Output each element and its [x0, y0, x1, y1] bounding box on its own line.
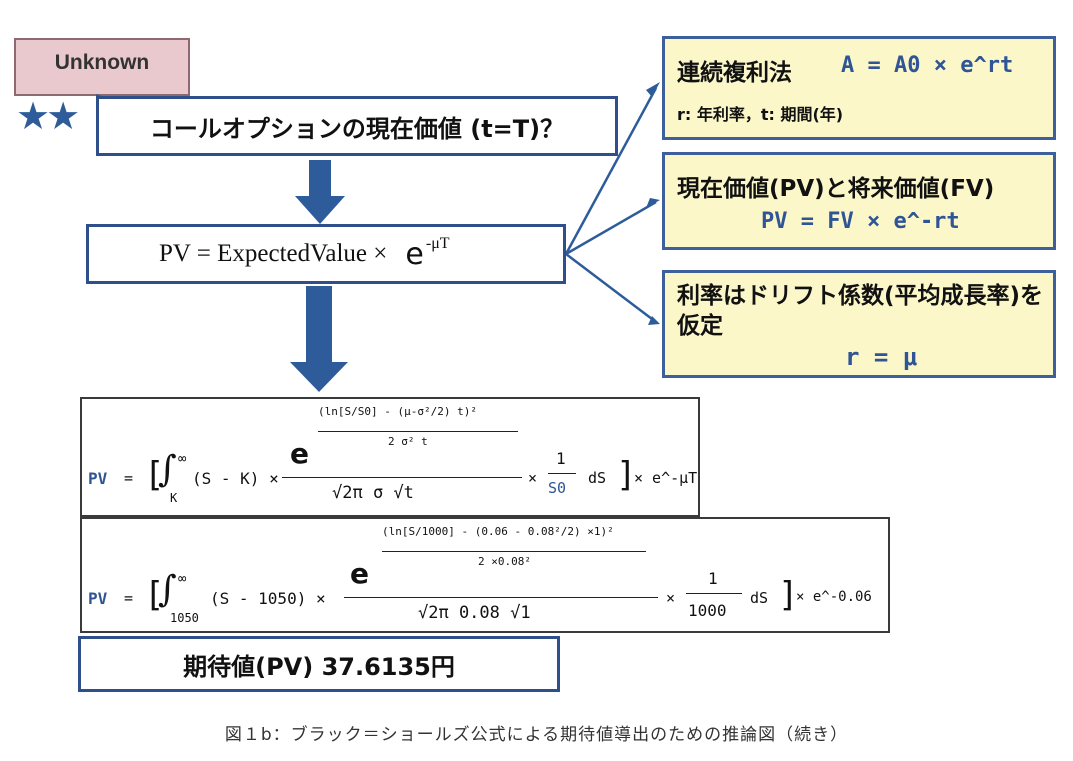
formula2-e: e: [350, 557, 369, 590]
formula2-eq: =: [124, 589, 134, 607]
formula1-upper: ∞: [178, 451, 187, 467]
formula2-frac-bar: [686, 593, 742, 594]
formula1-lower: K: [170, 491, 178, 505]
formula1-frac-bar: [548, 473, 576, 474]
formula1-exp-bar: [318, 431, 518, 432]
formula2-main-bar: [344, 597, 658, 598]
formula1-one: 1: [556, 449, 566, 468]
formula2-bracket-open: [: [144, 575, 165, 615]
formula1-den: √2π σ √t: [332, 483, 414, 503]
formula2-one: 1: [708, 569, 718, 588]
result-box: 期待値(PV) 37.6135円: [78, 636, 560, 692]
formula1-bracket-open: [: [144, 455, 165, 495]
formula2-bracket-close: ]: [778, 575, 799, 615]
formula2-upper: ∞: [178, 571, 187, 587]
formula2-integrand: (S - 1050) ×: [210, 589, 326, 608]
box3-title: 利率はドリフト係数(平均成長率)を仮定: [677, 283, 1044, 339]
star-icon: ★: [46, 94, 80, 138]
formula1-times: ×: [528, 469, 538, 487]
pv-equation-exponent: -μT: [425, 235, 450, 252]
formula2-den: √2π 0.08 √1: [418, 603, 531, 623]
formula1-exp-num: (ln[S/S0] - (μ-σ²/2) t)²: [318, 405, 477, 418]
figure-caption: 図１b：ブラック＝ショールズ公式による期待値導出のための推論図（続き）: [224, 725, 849, 745]
formula2-pv: PV: [88, 589, 108, 608]
integral-sign: ∫: [158, 449, 177, 490]
question-text: コールオプションの現在価値 (t=T)？: [149, 114, 565, 143]
euler-e: e: [405, 236, 424, 272]
box3-formula: r = μ: [845, 343, 918, 371]
drift-assumption-box: 利率はドリフト係数(平均成長率)を仮定 r = μ: [662, 270, 1056, 378]
formula2-exp-bar: [382, 551, 646, 552]
formula2-ds: dS: [750, 589, 769, 607]
formula2-exp-den: 2 ×0.08²: [478, 555, 531, 568]
pv-fv-box: 現在価値(PV)と将来価値(FV) PV = FV × e^-rt: [662, 152, 1056, 250]
formula2-lower: 1050: [170, 611, 199, 625]
box1-title: 連続複利法: [677, 60, 792, 86]
question-box: コールオプションの現在価値 (t=T)？: [96, 96, 618, 156]
formula2-times: ×: [666, 589, 676, 607]
formula1-integrand: (S - K) ×: [192, 469, 279, 488]
star-icon: ★: [16, 94, 50, 138]
star-rating: ★★: [16, 94, 80, 138]
formula-numeric: PV = [ ∫ ∞ 1050 (S - 1050) × e (ln[S/100…: [80, 517, 890, 633]
down-arrow-2: [290, 286, 348, 392]
box1-formula: A = A0 × e^rt: [841, 53, 1014, 78]
formula1-bracket-close: ]: [616, 455, 637, 495]
down-arrow-1: [295, 160, 345, 224]
formula1-main-bar: [282, 477, 522, 478]
formula1-eq: =: [124, 469, 134, 487]
pv-equation-lhs: PV = ExpectedValue ×: [159, 240, 388, 267]
integral-sign: ∫: [158, 569, 177, 610]
unknown-badge: Unknown: [14, 38, 190, 96]
formula2-exp-num: (ln[S/1000] - (0.06 - 0.08²/2) ×1)²: [382, 525, 614, 538]
result-text: 期待値(PV) 37.6135円: [183, 652, 455, 681]
continuous-compounding-box: 連続複利法 A = A0 × e^rt r: 年利率，t: 期間(年): [662, 36, 1056, 140]
box1-note: r: 年利率，t: 期間(年): [677, 105, 844, 124]
formula1-ds: dS: [588, 469, 607, 487]
formula1-tail: × e^-μT: [634, 469, 698, 487]
formula1-e: e: [290, 437, 309, 470]
badge-label: Unknown: [54, 51, 150, 74]
formula1-pv: PV: [88, 469, 108, 488]
box2-title: 現在価値(PV)と将来価値(FV): [677, 176, 995, 202]
formula2-tail: × e^-0.06: [796, 589, 872, 605]
formula1-exp-den: 2 σ² t: [388, 435, 428, 448]
pv-equation-box: PV = ExpectedValue × e -μT: [86, 224, 566, 284]
formula1-s0: S0: [548, 479, 567, 497]
formula-general: PV = [ ∫ ∞ K (S - K) × e (ln[S/S0] - (μ-…: [80, 397, 700, 517]
box2-formula: PV = FV × e^-rt: [761, 209, 960, 234]
formula2-denom: 1000: [688, 601, 727, 620]
